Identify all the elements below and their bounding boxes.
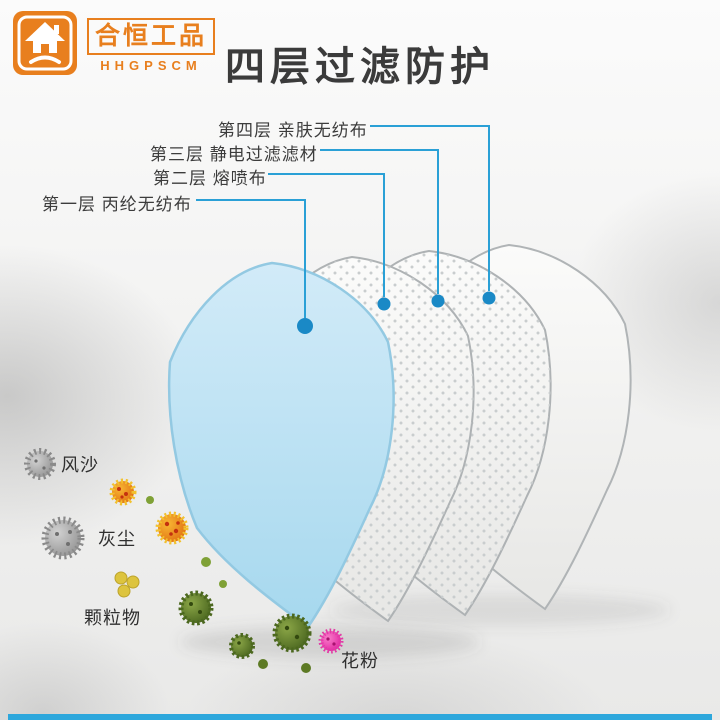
particulate-moss-ball-icon: [229, 633, 255, 659]
sand-label: 风沙: [61, 455, 99, 475]
small-particle-dots: [146, 496, 311, 673]
particulate-moss-ball-icon: [272, 613, 312, 653]
page-title: 四层过滤防护: [225, 45, 495, 89]
brand-name: 合恒工品: [87, 18, 216, 55]
leader-line-layer2: [268, 173, 385, 297]
footer-accent-bar: [8, 714, 712, 720]
pollen-label: 花粉: [341, 651, 379, 671]
leader-lines: [196, 125, 490, 318]
germ-dotted-ball-icon: [155, 511, 189, 545]
leader-line-layer4: [370, 125, 490, 291]
sand-spiky-ball-icon: [24, 448, 56, 480]
layer2-label: 第二层 熔喷布: [153, 169, 267, 188]
layer4-dot: [482, 291, 496, 305]
brand-logo: 合恒工品 HHGPSCM: [12, 10, 216, 81]
brand-subtitle: HHGPSCM: [100, 57, 202, 73]
leader-line-layer1: [196, 199, 306, 318]
layer4-label: 第四层 亲肤无纺布: [218, 121, 368, 140]
layer1-label: 第一层 丙纶无纺布: [42, 195, 192, 214]
yellow-cluster-icon: [114, 571, 140, 598]
house-icon: [12, 10, 78, 81]
pollen-spiky-ball-icon: [318, 628, 344, 654]
leader-dots: [297, 291, 496, 334]
germ-dotted-ball-icon: [109, 478, 137, 506]
dust-label: 灰尘: [98, 529, 136, 549]
layer2-dot: [377, 297, 391, 311]
particulate-label: 颗粒物: [84, 608, 141, 628]
layer3-label: 第三层 静电过滤滤材: [150, 145, 318, 164]
particulate-moss-ball-icon: [178, 590, 214, 626]
dust-spiky-ball-icon: [41, 516, 85, 560]
leader-line-layer3: [320, 149, 439, 294]
layer1-dot: [297, 318, 313, 334]
layer3-dot: [431, 294, 445, 308]
